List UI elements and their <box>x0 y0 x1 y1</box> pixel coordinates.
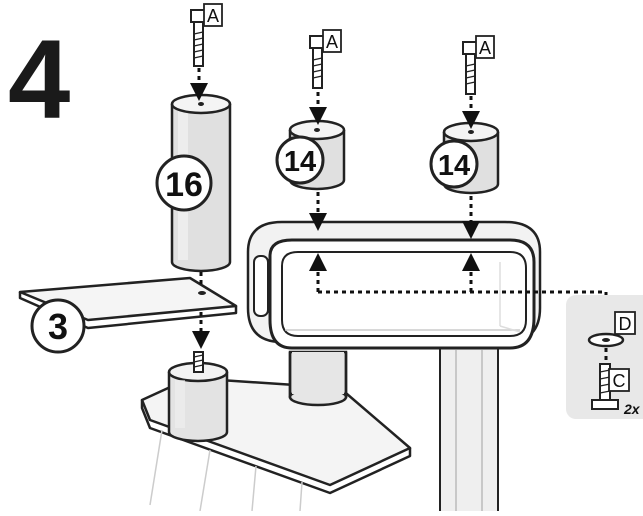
svg-text:3: 3 <box>48 306 68 347</box>
assembly-guides <box>190 68 608 349</box>
hardware-inset: D C 2x <box>566 295 643 419</box>
cat-cube <box>246 220 542 350</box>
svg-text:C: C <box>613 371 626 391</box>
svg-text:14: 14 <box>438 150 470 182</box>
svg-text:A: A <box>207 6 219 26</box>
svg-text:14: 14 <box>284 146 316 178</box>
step-number: 4 <box>8 17 70 142</box>
part-label-tube-short-1: 14 <box>275 135 325 185</box>
bolt-a-2: A <box>309 29 342 89</box>
svg-text:A: A <box>479 38 491 58</box>
part-label-tube-short-2: 14 <box>429 139 479 189</box>
quantity-label: 2x <box>623 401 641 417</box>
part-label-platform: 3 <box>30 298 86 354</box>
bolt-icon <box>193 351 204 373</box>
bolt-a-3: A <box>462 35 495 95</box>
svg-text:D: D <box>619 314 632 334</box>
svg-text:A: A <box>326 32 338 52</box>
support-pole <box>439 344 499 516</box>
part-label-tube-long: 16 <box>155 154 213 212</box>
base-post-left <box>167 361 229 443</box>
washer-d: D <box>587 311 636 348</box>
bolt-a-1: A <box>190 3 223 67</box>
svg-text:16: 16 <box>165 166 203 204</box>
base-post-right <box>288 350 348 407</box>
bolt-c: C <box>591 363 630 410</box>
